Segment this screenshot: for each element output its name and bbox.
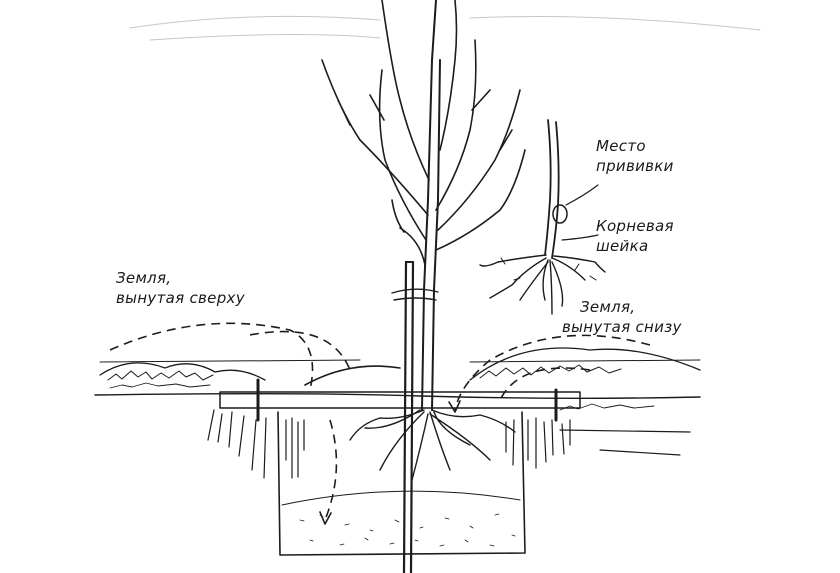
seedling-detail-icon	[479, 119, 606, 315]
svg-text:Земля,: Земля,	[580, 298, 635, 316]
left-soil-mound	[99, 362, 266, 389]
label-pointers	[561, 184, 599, 241]
planting-hole	[207, 409, 571, 556]
svg-text:Корневая: Корневая	[596, 217, 674, 235]
soil-bottom-label: Земля, вынутая снизу	[562, 298, 682, 336]
svg-text:Место: Место	[596, 137, 646, 155]
svg-text:вынутая сверху: вынутая сверху	[116, 289, 246, 307]
soil-flow-arrows	[109, 322, 651, 525]
svg-text:прививки: прививки	[596, 157, 674, 175]
soil-top-label: Земля, вынутая сверху	[116, 269, 246, 307]
right-soil-mound	[304, 347, 701, 411]
ground-surface	[94, 359, 701, 456]
svg-text:шейка: шейка	[596, 237, 648, 255]
graft-site-label: Место прививки	[596, 137, 674, 175]
sapling-tree-icon	[321, 0, 526, 481]
planting-board	[219, 378, 581, 422]
root-collar-label: Корневая шейка	[596, 217, 674, 255]
svg-text:вынутая снизу: вынутая снизу	[562, 318, 682, 336]
svg-text:Земля,: Земля,	[116, 269, 171, 287]
top-smudge	[129, 15, 761, 41]
support-stake-icon	[391, 260, 439, 573]
